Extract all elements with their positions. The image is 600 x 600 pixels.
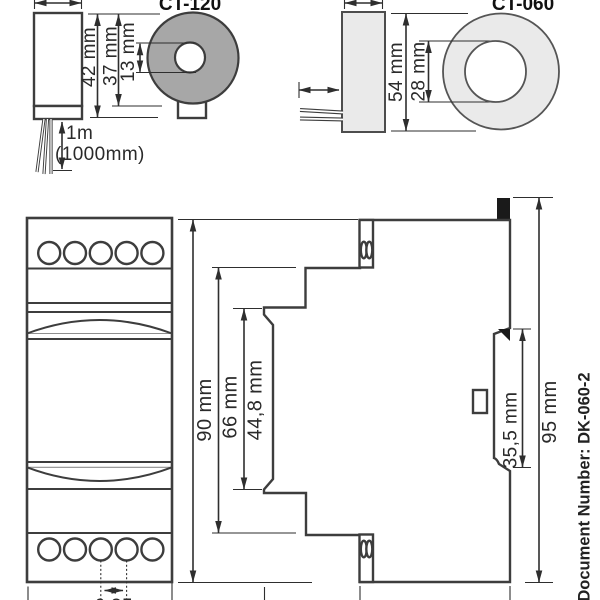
ct060-front-view: CT-060 xyxy=(419,0,560,131)
din-clip-slider xyxy=(471,388,489,415)
ct060-hole xyxy=(464,40,527,103)
ct060-dim-54: 54 mm xyxy=(386,42,407,102)
ct120-wires xyxy=(35,118,53,175)
ct120-dimensions: 42 mm 37 mm 13 mm xyxy=(79,13,196,119)
din-rail-notch xyxy=(498,329,510,341)
ct060-dimensions: 54 mm 28 mm xyxy=(386,12,476,132)
ct120-dim-42: 42 mm xyxy=(79,27,100,87)
front-dim-448: 44,8 mm xyxy=(245,360,267,441)
ct120-side-view: 1m (1000mm) xyxy=(32,0,145,175)
device-side-view xyxy=(262,198,512,584)
ct120-dim-13: 13 mm xyxy=(118,22,139,82)
ct120-label: CT-120 xyxy=(159,0,221,15)
ct120-cable-length-mm: (1000mm) xyxy=(55,144,145,165)
ct120-front-view: CT-120 xyxy=(146,0,240,120)
side-profile-outline xyxy=(262,218,512,584)
ct060-label: CT-060 xyxy=(492,0,554,15)
front-dim-90: 90 mm xyxy=(194,378,216,441)
document-number: Document Number: DK-060-2 xyxy=(576,372,594,600)
side-dim-95: 95 mm xyxy=(539,380,561,443)
front-window-arc-top xyxy=(26,319,173,335)
ct120-hole xyxy=(173,41,207,74)
ct060-side-view xyxy=(298,0,386,133)
terminal-circles-top xyxy=(37,240,165,266)
front-dim-66: 66 mm xyxy=(220,375,242,438)
front-window-arc-bottom xyxy=(26,466,173,482)
ct120-dim-37: 37 mm xyxy=(101,26,122,86)
device-front-view: 6,35 xyxy=(25,216,174,600)
terminal-pitch-dim: 6,35 xyxy=(94,596,133,600)
device-side-dimensions: 35,5 mm 95 mm xyxy=(501,196,561,584)
din-clip-top xyxy=(497,198,510,221)
ct120-cable-length: 1m xyxy=(66,123,93,144)
ct060-wires xyxy=(299,108,344,122)
cutoff-extension-ticks xyxy=(27,583,511,600)
device-front-dimensions: 90 mm 66 mm 44,8 mm xyxy=(178,218,358,584)
ct060-dim-28: 28 mm xyxy=(409,41,430,101)
terminal-circles-bottom xyxy=(37,537,165,562)
side-dim-355: 35,5 mm xyxy=(501,392,522,469)
